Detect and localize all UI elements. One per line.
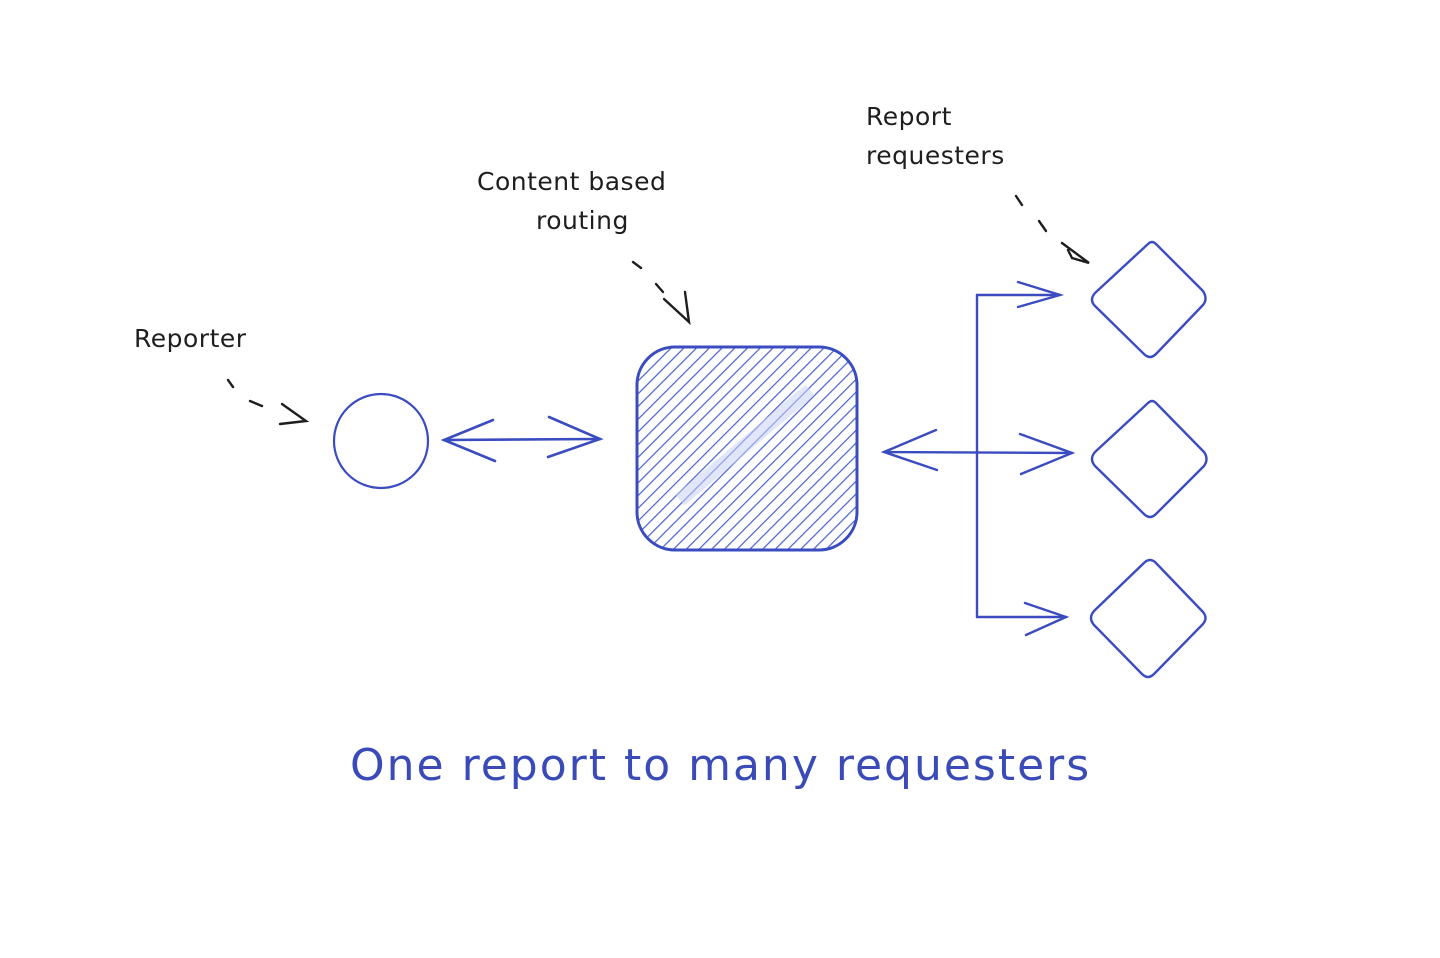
router-highlight — [675, 384, 815, 506]
routing-annotation-line2: routing — [536, 206, 629, 235]
requester-node-1 — [1090, 240, 1207, 359]
requester-node-2 — [1090, 399, 1208, 519]
reporter-annotation: Reporter — [134, 324, 247, 353]
requesters-annotation-line1: Report — [866, 102, 952, 131]
requesters-annotation-line2: requesters — [866, 141, 1005, 170]
router-requesters-arrows — [880, 280, 1076, 637]
diagram-title: One report to many requesters — [350, 740, 1092, 791]
routing-annotation-line1: Content based — [477, 167, 667, 196]
requester-nodes — [1089, 240, 1208, 679]
requester-node-3 — [1089, 558, 1207, 679]
reporter-node — [332, 392, 430, 490]
reporter-router-arrow — [440, 415, 604, 463]
annotation-arrows — [226, 194, 1090, 426]
